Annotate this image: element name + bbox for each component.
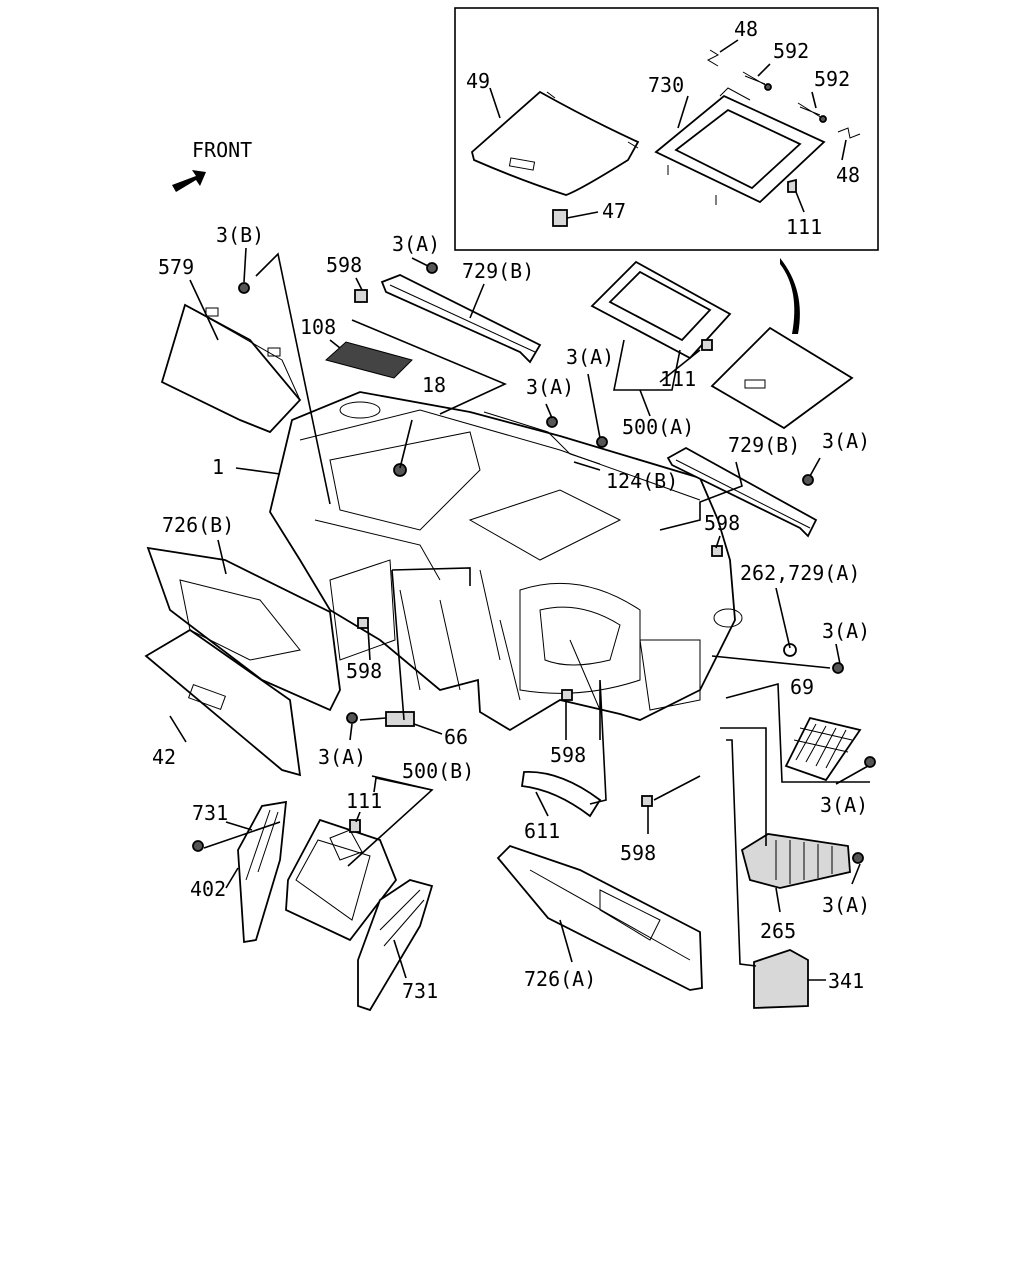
inset-detail-box: [454, 7, 879, 251]
part-341-cap: [753, 949, 809, 1009]
label-262-729a: 262,729(A): [740, 561, 860, 585]
label-3a-right: 3(A): [822, 429, 870, 453]
part-731-left-panel: [237, 800, 288, 944]
part-47-clip-shape: [552, 209, 599, 227]
front-label: FRONT: [192, 138, 252, 162]
part-500a-lid: [710, 326, 854, 430]
label-730: 730: [648, 73, 684, 97]
label-598-center: 598: [550, 743, 586, 767]
part-730-frame-shape: [654, 87, 826, 205]
part-592-screws: [742, 71, 827, 123]
label-611: 611: [524, 819, 560, 843]
label-265: 265: [760, 919, 796, 943]
part-48-spring-a: [706, 49, 720, 67]
label-500b: 500(B): [402, 759, 474, 783]
part-611-strip: [520, 771, 602, 818]
label-3a-top: 3(A): [392, 232, 440, 256]
part-726a-panel: [496, 844, 703, 991]
label-3a-mid: 3(A): [526, 375, 574, 399]
label-3a-mid2: 3(A): [566, 345, 614, 369]
part-500b-panel: [285, 818, 398, 942]
part-729b-bracket-top: [380, 274, 542, 364]
label-111-inset: 111: [786, 215, 822, 239]
label-731-right: 731: [402, 979, 438, 1003]
part-111-clip-inset: [787, 178, 797, 193]
label-3a-r4: 3(A): [822, 893, 870, 917]
label-729b-right: 729(B): [728, 433, 800, 457]
label-500a: 500(A): [622, 415, 694, 439]
label-69: 69: [790, 675, 814, 699]
label-341: 341: [828, 969, 864, 993]
part-42-glove-box: [144, 628, 302, 777]
front-arrow-icon: [172, 170, 206, 192]
label-124b: 124(B): [606, 469, 678, 493]
label-3a-left: 3(A): [318, 745, 366, 769]
part-579-panel: [160, 303, 302, 434]
label-579: 579: [158, 255, 194, 279]
label-402: 402: [190, 877, 226, 901]
label-111-lower: 111: [346, 789, 382, 813]
part-402-screw: [192, 840, 204, 852]
label-1: 1: [212, 455, 224, 479]
part-66-damper: [346, 711, 415, 727]
fasteners: [238, 262, 876, 864]
label-49: 49: [466, 69, 490, 93]
part-124b-harness: [483, 411, 601, 465]
label-726a: 726(A): [524, 967, 596, 991]
part-265-vent: [740, 833, 851, 889]
label-42: 42: [152, 745, 176, 769]
label-108: 108: [300, 315, 336, 339]
label-47: 47: [602, 199, 626, 223]
part-69-vent: [784, 716, 862, 782]
label-726b: 726(B): [162, 513, 234, 537]
label-598-lower: 598: [620, 841, 656, 865]
part-500a-frame: [590, 260, 732, 360]
label-3b: 3(B): [216, 223, 264, 247]
label-111-main: 111: [660, 367, 696, 391]
label-729b-top: 729(B): [462, 259, 534, 283]
label-3a-r2: 3(A): [822, 619, 870, 643]
label-598-left: 598: [346, 659, 382, 683]
inset-pointer-arrow: [780, 258, 800, 334]
label-731-left: 731: [192, 801, 228, 825]
label-598-top: 598: [326, 253, 362, 277]
label-598-right: 598: [704, 511, 740, 535]
label-48-right: 48: [836, 163, 860, 187]
part-48-spring-b: [837, 127, 861, 139]
label-66: 66: [444, 725, 468, 749]
part-598-clip-top: [354, 289, 368, 303]
label-592-a: 592: [773, 39, 809, 63]
part-49-lid-shape: [470, 90, 640, 196]
leader-lines: [169, 247, 870, 981]
labels: FRONT 48 592 592 49 730 48 47 111 3(B) 5…: [152, 17, 870, 1003]
label-48-top: 48: [734, 17, 758, 41]
label-3a-r3: 3(A): [820, 793, 868, 817]
part-729b-bracket-right: [666, 446, 818, 538]
label-18: 18: [422, 373, 446, 397]
label-592-b: 592: [814, 67, 850, 91]
part-726b-cover: [146, 546, 341, 712]
part-1-instrument-panel: [269, 391, 743, 732]
